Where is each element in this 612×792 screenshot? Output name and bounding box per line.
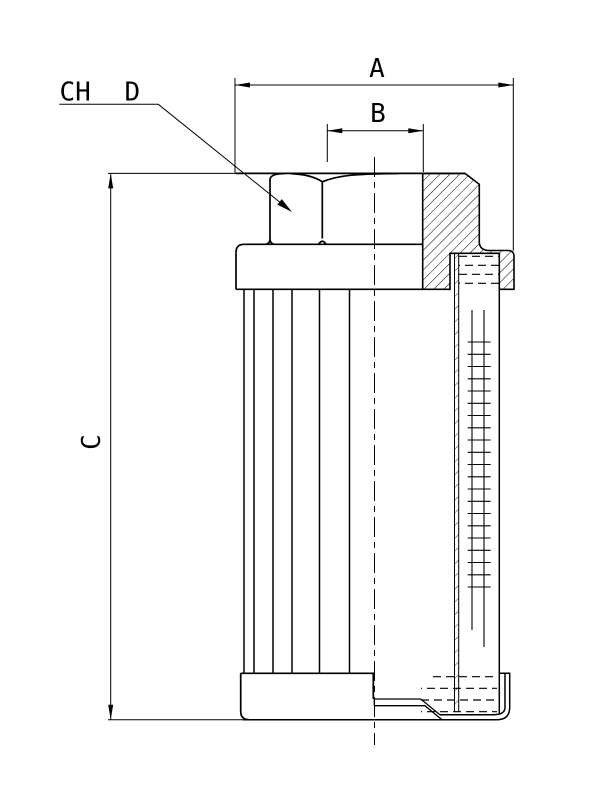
leader-ch-d: CH D <box>59 78 292 212</box>
spring-seat-plate <box>373 698 443 721</box>
dim-b: B <box>326 99 424 172</box>
hex-left-face-line <box>265 178 275 246</box>
hex-left-facet-arc <box>290 172 323 183</box>
bottom-cap-top-edge <box>240 672 375 699</box>
cup-outer-profile <box>243 672 511 721</box>
dim-c-label: C <box>77 434 107 450</box>
hex-vertex-line <box>317 181 327 245</box>
dim-a-label: A <box>369 54 385 84</box>
bottom-cap <box>239 672 375 721</box>
bottom-cap-left-edge <box>239 673 250 721</box>
cup-inner-profile <box>439 673 506 716</box>
dim-c-arrow-top <box>108 173 114 189</box>
hex-left-shoulder-arc <box>269 172 286 179</box>
leader-line <box>59 103 290 211</box>
mesh-vertical-wires <box>471 310 485 647</box>
mesh-screen <box>467 310 491 647</box>
bottom-cup <box>243 672 511 721</box>
hex-d-label: D <box>125 78 141 108</box>
washer-corner-radius <box>235 243 245 253</box>
hex-nut <box>265 172 399 246</box>
mesh-horizontal-wires <box>467 341 491 588</box>
dim-b-label: B <box>370 99 386 129</box>
dim-b-arrow-right <box>408 128 424 134</box>
dim-a-extension-lines <box>234 78 514 251</box>
plate-upper-line <box>374 698 441 716</box>
dim-a: A <box>234 54 514 251</box>
dim-c: C <box>77 173 114 720</box>
dim-a-arrow-left <box>235 82 250 88</box>
filter-pleats <box>243 289 351 674</box>
standpipe-wall <box>454 253 460 712</box>
dim-c-arrow-bottom <box>108 704 114 720</box>
leader-arrow <box>277 199 292 212</box>
hex-ch-label: CH <box>60 78 91 108</box>
dim-b-arrow-left <box>327 128 343 134</box>
potting-top <box>459 255 499 284</box>
plate-lower-line <box>374 705 443 721</box>
hex-right-facet-arc <box>321 172 399 183</box>
potting-bottom <box>421 676 497 713</box>
gland-section-hatch <box>421 172 515 291</box>
dim-a-arrow-right <box>498 82 514 88</box>
flange-washer <box>235 243 423 291</box>
